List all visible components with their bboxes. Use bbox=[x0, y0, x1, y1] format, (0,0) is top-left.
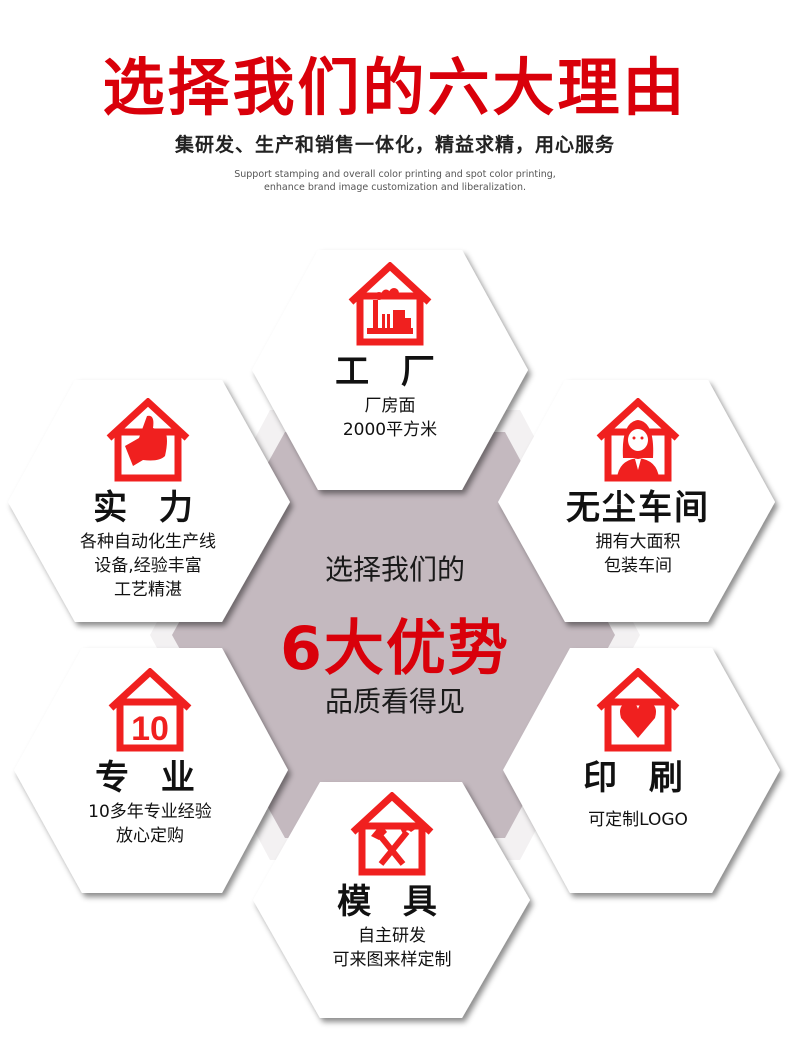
page-subtitle: 集研发、生产和销售一体化，精益求精，用心服务 bbox=[174, 134, 615, 156]
feature-professional: 10 专 业 10多年专业经验 放心定购 bbox=[50, 668, 250, 848]
hex-professional bbox=[14, 648, 288, 893]
hex-strength bbox=[8, 380, 290, 622]
center-highlight: 6大优势 bbox=[280, 614, 510, 684]
feature-title: 实 力 bbox=[93, 488, 203, 528]
feature-mold: 模 具 自主研发 可来图来样定制 bbox=[292, 792, 492, 972]
feature-title: 印 刷 bbox=[583, 758, 693, 798]
feature-desc-line: 自主研发 bbox=[358, 926, 426, 946]
ten-house-number: 10 bbox=[131, 710, 169, 748]
feature-desc-line: 厂房面 bbox=[364, 396, 416, 416]
hex-mold bbox=[253, 782, 530, 1018]
hex-printing bbox=[503, 648, 780, 893]
feature-desc-line: 放心定购 bbox=[116, 826, 184, 846]
feature-title: 模 具 bbox=[337, 882, 447, 922]
english-tagline: Support stamping and overall color print… bbox=[0, 168, 790, 194]
feature-cleanroom: 无尘车间 拥有大面积 包装车间 bbox=[538, 398, 738, 578]
feature-desc-line: 包装车间 bbox=[604, 556, 672, 576]
feature-desc-line: 工艺精湛 bbox=[114, 580, 182, 600]
factory-house-icon bbox=[348, 262, 432, 346]
feature-desc-line: 2000平方米 bbox=[342, 420, 438, 440]
feature-title: 专 业 bbox=[95, 758, 205, 798]
page-title: 选择我们的六大理由 bbox=[102, 51, 688, 124]
feature-desc-line: 拥有大面积 bbox=[595, 532, 681, 552]
feature-desc-line: 可定制LOGO bbox=[588, 810, 688, 830]
feature-title: 无尘车间 bbox=[566, 488, 710, 528]
person-house-icon bbox=[596, 398, 680, 482]
feature-desc-line: 10多年专业经验 bbox=[88, 802, 212, 822]
feature-desc-line: 设备,经验丰富 bbox=[94, 556, 202, 576]
tools-house-icon bbox=[350, 792, 434, 876]
center-line-1: 选择我们的 bbox=[324, 553, 465, 586]
hex-cleanroom bbox=[498, 380, 775, 622]
feature-title: 工 厂 bbox=[335, 352, 445, 392]
feature-strength: 实 力 各种自动化生产线 设备,经验丰富 工艺精湛 bbox=[48, 398, 248, 602]
hex-factory bbox=[252, 250, 528, 490]
center-hexagon bbox=[172, 432, 615, 838]
feature-printing: 印 刷 可定制LOGO bbox=[538, 668, 738, 832]
feature-desc-line: 各种自动化生产线 bbox=[80, 532, 216, 552]
heart-house-icon bbox=[596, 668, 680, 752]
thumbs-up-house-icon bbox=[106, 398, 190, 482]
center-line-3: 品质看得见 bbox=[324, 685, 465, 718]
feature-factory: 工 厂 厂房面 2000平方米 bbox=[290, 262, 490, 442]
english-tagline-line-2: enhance brand image customization and li… bbox=[264, 182, 526, 193]
feature-desc-line: 可来图来样定制 bbox=[332, 950, 452, 970]
ten-house-icon: 10 bbox=[108, 668, 192, 752]
english-tagline-line-1: Support stamping and overall color print… bbox=[234, 169, 556, 180]
